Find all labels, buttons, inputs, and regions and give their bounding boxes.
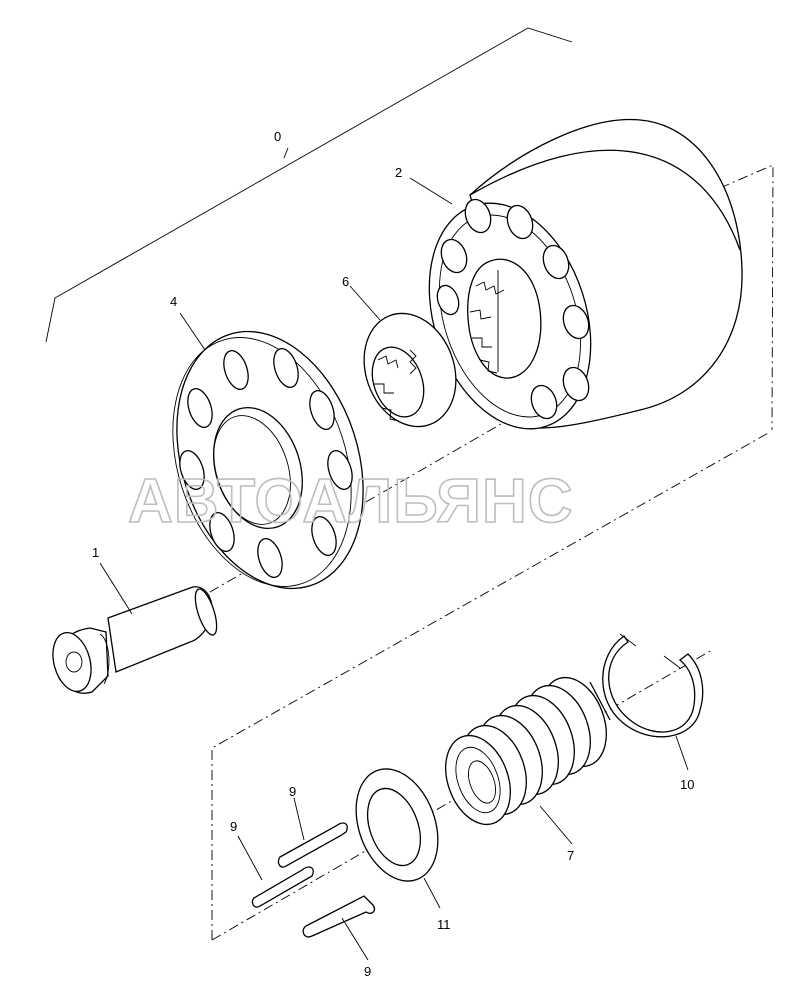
cylinder-block — [428, 118, 743, 430]
pin-top — [277, 822, 348, 868]
assembly-bracket — [45, 27, 573, 343]
callout-assembly: 0 — [274, 129, 281, 144]
pin-left — [251, 866, 314, 908]
callout-snap-ring: 10 — [680, 777, 694, 792]
washer — [355, 768, 439, 882]
callout-retainer-plate: 4 — [170, 294, 177, 309]
piston — [52, 586, 218, 694]
callout-washer: 11 — [437, 917, 451, 932]
callout-cylinder-block: 2 — [395, 165, 402, 180]
callout-pin-top: 9 — [289, 784, 296, 799]
pin-bottom — [302, 895, 376, 938]
snap-ring — [602, 633, 704, 738]
callout-piston: 1 — [92, 545, 99, 560]
retainer-plate — [172, 330, 364, 590]
callout-pin-left: 9 — [230, 819, 237, 834]
spring — [445, 676, 611, 826]
leader-lines — [99, 177, 689, 961]
callout-spherical-bushing: 6 — [342, 274, 349, 289]
callout-spring: 7 — [567, 848, 574, 863]
callout-pin-bottom: 9 — [364, 964, 371, 979]
watermark: АВТОАЛЬЯНС — [128, 467, 574, 536]
spherical-bushing — [363, 312, 457, 428]
